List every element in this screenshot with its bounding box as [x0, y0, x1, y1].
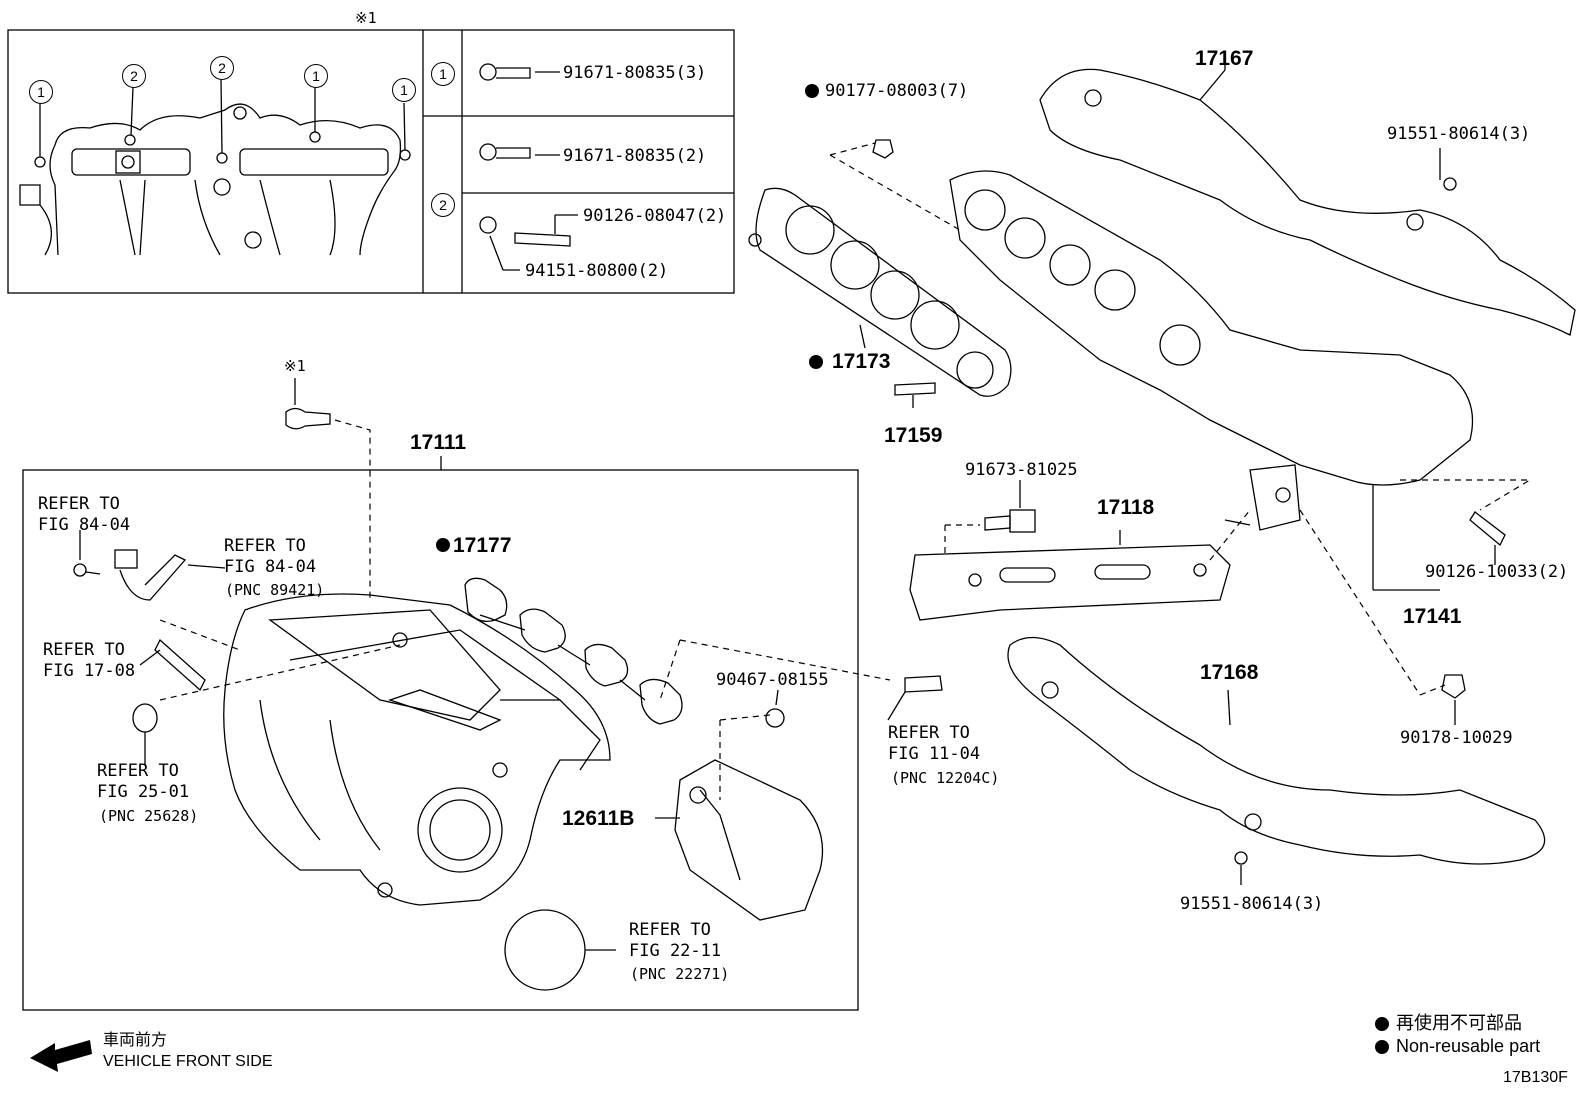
vehicle-front-en: VEHICLE FRONT SIDE	[103, 1053, 273, 1070]
stud-90126-10033	[1469, 511, 1506, 547]
bolt-91551-bot	[1234, 851, 1248, 865]
label-91673-81025: 91673-81025	[965, 460, 1078, 480]
hose-clamp	[132, 703, 158, 733]
inset-bolts	[479, 63, 578, 271]
legend-en: Non-reusable part	[1396, 1036, 1541, 1056]
note-mark-main: ※1	[284, 357, 306, 375]
insulator-12611b	[655, 759, 824, 921]
label-17111: 17111	[410, 431, 467, 454]
label-17173: 17173	[832, 350, 891, 373]
bracket-17118	[909, 544, 1231, 621]
nut-90177	[872, 139, 894, 159]
label-90178-10029: 90178-10029	[1400, 728, 1513, 748]
ref-fig-84-04-b: REFER TO FIG 84-04	[224, 536, 317, 577]
label-90177-08003: 90177-08003(7)	[825, 81, 969, 101]
inset-part-91671-b: 91671-80835(2)	[563, 146, 707, 166]
label-17167: 17167	[1195, 47, 1254, 70]
insulator-17167	[1039, 68, 1576, 336]
leader-lines	[79, 55, 1496, 951]
exhaust-manifold	[949, 170, 1474, 531]
pnc-12204c: (PNC 12204C)	[891, 769, 1000, 787]
inset-callout-1a: 1	[29, 80, 53, 104]
pnc-89421: (PNC 89421)	[225, 581, 325, 599]
o-ring-22271	[504, 909, 586, 991]
fitting-12204c	[904, 675, 943, 693]
ref-fig-22-11: REFER TO FIG 22-11	[629, 920, 722, 961]
pcv-hose	[154, 638, 206, 692]
figure-code: 17B130F	[1503, 1069, 1568, 1086]
label-12611b: 12611B	[562, 807, 635, 830]
inset-row-key-1: 1	[431, 62, 455, 86]
label-17118: 17118	[1097, 496, 1155, 519]
nonreusable-bullet-17173	[809, 355, 823, 369]
gasket-17173	[748, 187, 1012, 397]
inset-row-key-2: 2	[431, 193, 455, 217]
label-17177: 17177	[453, 534, 512, 557]
inset-part-94151: 94151-80800(2)	[525, 261, 669, 281]
inset-box	[7, 29, 735, 294]
insulator-17168	[1007, 636, 1546, 865]
legend-bullet-1	[1375, 1017, 1389, 1031]
bolt-91551-top	[1443, 177, 1457, 191]
label-90126-10033: 90126-10033(2)	[1425, 562, 1569, 582]
ref-fig-17-08: REFER TO FIG 17-08	[43, 640, 136, 681]
inset-part-90126-08047: 90126-08047(2)	[583, 206, 727, 226]
stud-17159	[894, 382, 936, 396]
nonreusable-bullet-90177	[805, 84, 819, 98]
label-90467-08155: 90467-08155	[716, 670, 829, 690]
label-17159: 17159	[884, 424, 943, 447]
inset-part-91671-a: 91671-80835(3)	[563, 63, 707, 83]
inset-callout-2b: 2	[210, 56, 234, 80]
inset-flange-sketch	[19, 79, 411, 256]
pnc-22271: (PNC 22271)	[630, 965, 730, 983]
inset-callout-2a: 2	[122, 64, 146, 88]
label-17168: 17168	[1200, 661, 1259, 684]
intake-manifold	[223, 593, 611, 906]
map-sensor	[73, 549, 187, 601]
label-91551-bottom: 91551-80614(3)	[1180, 894, 1324, 914]
ref-fig-11-04: REFER TO FIG 11-04	[888, 723, 981, 764]
legend-jp: 再使用不可部品	[1396, 1013, 1522, 1033]
ref-fig-84-04-a: REFER TO FIG 84-04	[38, 494, 131, 535]
bolt-91673	[984, 515, 1011, 531]
nonreusable-bullet-17177	[436, 538, 450, 552]
legend-bullet-2	[1375, 1040, 1389, 1054]
gasket-17177	[464, 577, 683, 725]
vehicle-front-jp: 車両前方	[103, 1032, 168, 1049]
nut-90178	[1441, 674, 1466, 699]
front-arrow-icon	[30, 1040, 92, 1072]
inset-callout-1b: 1	[304, 64, 328, 88]
pnc-25628: (PNC 25628)	[99, 807, 199, 825]
inset-note-mark: ※1	[355, 9, 377, 27]
inset-callout-1c: 1	[392, 78, 416, 102]
label-17141: 17141	[1403, 605, 1462, 628]
ref-fig-25-01: REFER TO FIG 25-01	[97, 761, 190, 802]
label-91551-top: 91551-80614(3)	[1387, 124, 1531, 144]
bolt-note1	[285, 407, 331, 430]
